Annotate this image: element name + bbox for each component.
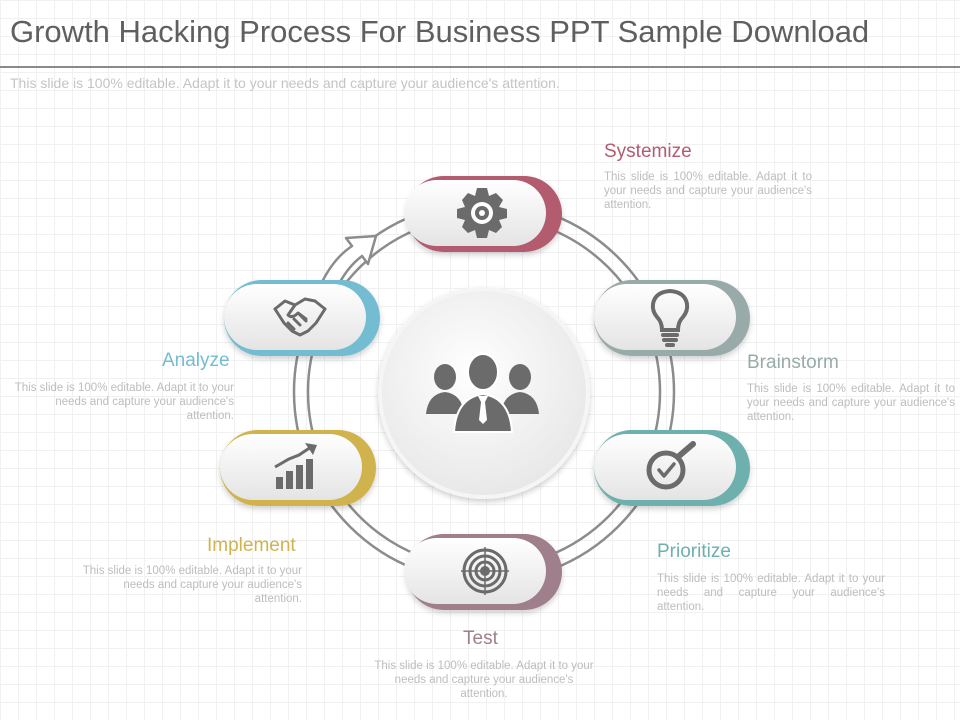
cycle-arrow — [320, 234, 378, 292]
systemize-description: This slide is 100% editable. Adapt it to… — [604, 171, 812, 211]
slide-title: Growth Hacking Process For Business PPT … — [10, 14, 870, 49]
magnifier-check-icon — [646, 441, 696, 490]
implement-title: Implement — [207, 535, 296, 556]
analyze-title: Analyze — [162, 350, 230, 371]
title-divider — [0, 66, 960, 68]
slide-subtitle: This slide is 100% editable. Adapt it to… — [10, 75, 560, 91]
handshake-icon — [273, 297, 327, 337]
target-icon — [461, 547, 509, 595]
brainstorm-title: Brainstorm — [747, 352, 839, 373]
implement-description: This slide is 100% editable. Adapt it to… — [82, 565, 302, 605]
lightbulb-icon — [650, 288, 690, 347]
brainstorm-description: This slide is 100% editable. Adapt it to… — [747, 383, 955, 423]
business-team-icon — [426, 353, 539, 433]
prioritize-description: This slide is 100% editable. Adapt it to… — [657, 573, 885, 613]
brainstorm-node — [594, 280, 750, 356]
gear-icon — [457, 188, 507, 238]
analyze-description: This slide is 100% editable. Adapt it to… — [14, 382, 234, 422]
systemize-title: Systemize — [604, 141, 692, 162]
prioritize-title: Prioritize — [657, 541, 731, 562]
test-title: Test — [463, 628, 498, 649]
test-description: This slide is 100% editable. Adapt it to… — [374, 660, 594, 700]
implement-node — [220, 430, 376, 506]
growth-chart-icon — [274, 443, 317, 489]
center-circle — [378, 287, 590, 499]
